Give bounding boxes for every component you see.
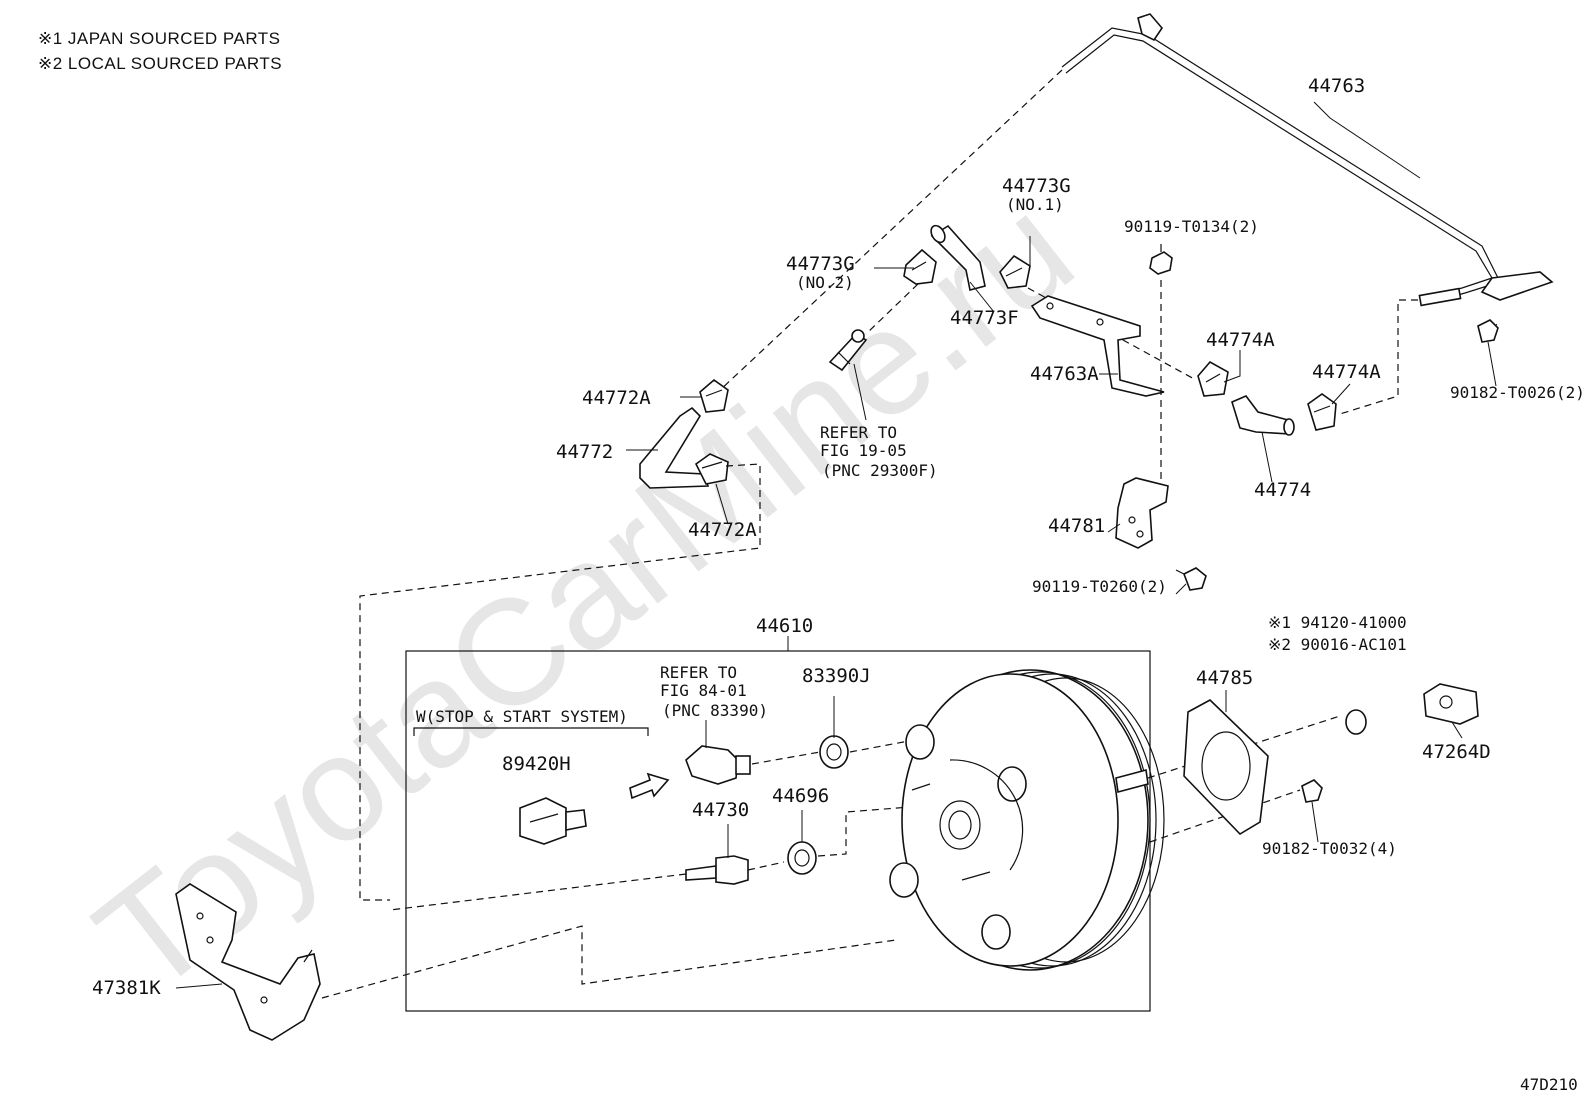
figure-code: 47D210 [1520, 1075, 1578, 1094]
label-90119-t0260: 90119-T0260(2) [1032, 577, 1167, 596]
direction-arrow [629, 772, 670, 800]
hose-44773f [930, 224, 986, 291]
vacuum-pipe-44763 [1061, 13, 1554, 307]
hose-clamp-44774a-1 [1197, 360, 1229, 397]
label-44773g-no2-sub: (NO.2) [796, 273, 854, 292]
bolt-90119-t0134 [1149, 244, 1173, 275]
check-valve-44730 [685, 855, 749, 885]
nut-90182-t0026 [1477, 319, 1499, 343]
label-wstop-start: W(STOP & START SYSTEM) [416, 707, 628, 726]
label-44781: 44781 [1048, 515, 1105, 537]
clevis-47264d [1423, 683, 1479, 725]
bolt-90119-t0260 [1175, 567, 1207, 591]
hose-clamp-44772a-upper [699, 378, 729, 413]
label-90119-t0134: 90119-T0134(2) [1124, 217, 1259, 236]
grommet-44696 [787, 841, 817, 875]
label-44773g-no1: 44773G [1002, 175, 1071, 197]
hose-clamp-44773g-no2 [903, 248, 937, 285]
label-refer-84-01-line3: (PNC 83390) [662, 701, 768, 720]
label-44774a-1: 44774A [1206, 329, 1275, 351]
label-44774: 44774 [1254, 479, 1311, 501]
brake-booster-44610 [889, 669, 1165, 971]
label-44774a-2: 44774A [1312, 361, 1381, 383]
label-90182-t0026: 90182-T0026(2) [1450, 383, 1585, 402]
check-valve-ref-19-05 [828, 329, 868, 372]
nut-94120-41000 [1345, 709, 1367, 735]
nut-90182-t0032 [1301, 779, 1323, 803]
label-44772a-lower: 44772A [688, 519, 757, 541]
pressure-sensor-ref-84-01 [685, 745, 751, 785]
label-44696: 44696 [772, 785, 829, 807]
hose-clamp-44772a-lower [694, 453, 729, 485]
hose-clamp-44774a-2 [1307, 393, 1337, 431]
label-refer-19-05-line3: (PNC 29300F) [822, 461, 938, 480]
label-44730: 44730 [692, 799, 749, 821]
label-44785: 44785 [1196, 667, 1253, 689]
note-japan-sourced: ※1 JAPAN SOURCED PARTS [38, 29, 281, 48]
note-local-sourced: ※2 LOCAL SOURCED PARTS [38, 54, 282, 73]
hose-clamp-44773g-no1 [999, 254, 1031, 289]
gasket-44785 [1183, 699, 1269, 836]
label-refer-19-05-line2: FIG 19-05 [820, 441, 907, 460]
label-89420h: 89420H [502, 753, 571, 775]
bracket-44763a [1030, 295, 1165, 397]
label-44772a-upper: 44772A [582, 387, 651, 409]
label-44610: 44610 [756, 615, 813, 637]
label-44763: 44763 [1308, 75, 1365, 97]
label-94120-41000: ※1 94120-41000 [1268, 613, 1407, 632]
sensor-89420h [519, 797, 587, 845]
label-90016-ac101: ※2 90016-AC101 [1268, 635, 1407, 654]
label-44773f: 44773F [950, 307, 1019, 329]
label-refer-84-01-line2: FIG 84-01 [660, 681, 747, 700]
label-refer-84-01-line1: REFER TO [660, 663, 737, 682]
label-44763a: 44763A [1030, 363, 1099, 385]
grommet-83390j [819, 735, 849, 769]
bracket-47381k [175, 883, 321, 1041]
label-44773g-no2: 44773G [786, 253, 855, 275]
label-47264d: 47264D [1422, 741, 1491, 763]
label-44772: 44772 [556, 441, 613, 463]
bracket-44781 [1115, 477, 1169, 549]
label-refer-19-05-line1: REFER TO [820, 423, 897, 442]
label-44773g-no1-sub: (NO.1) [1006, 195, 1064, 214]
label-83390j: 83390J [802, 665, 871, 687]
label-47381k: 47381K [92, 977, 161, 999]
hose-44774 [1231, 395, 1295, 436]
label-90182-t0032: 90182-T0032(4) [1262, 839, 1397, 858]
